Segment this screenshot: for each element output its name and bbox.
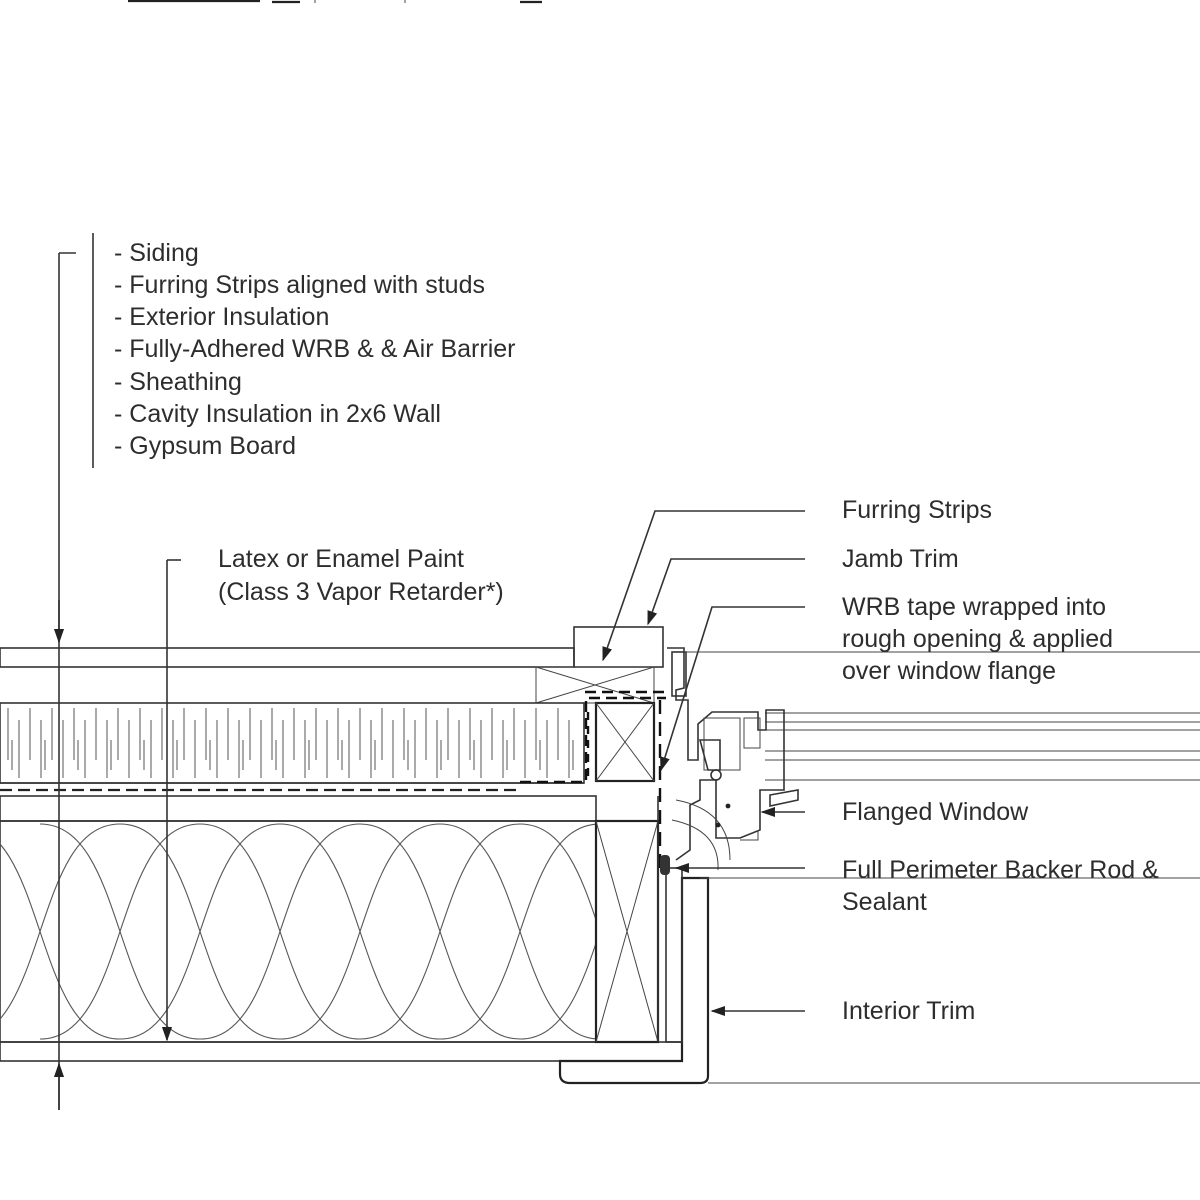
wall-section (0, 626, 710, 1085)
glazing (765, 712, 1200, 781)
paint-note-line2: (Class 3 Vapor Retarder*) (218, 578, 504, 606)
jamb-extension (665, 867, 683, 1043)
interior-trim-casing (558, 876, 710, 1085)
label-wrb-tape-1: WRB tape wrapped into (842, 593, 1106, 621)
label-wrb-tape-2: rough opening & applied (842, 625, 1113, 653)
flanged-window (667, 647, 1200, 871)
stud-2x6 (594, 796, 660, 1044)
layer-gypsum: - Gypsum Board (114, 432, 296, 460)
wall-layer-list: - Siding - Furring Strips aligned with s… (114, 239, 516, 460)
label-flanged-window: Flanged Window (842, 798, 1029, 826)
paint-note: Latex or Enamel Paint (Class 3 Vapor Ret… (218, 545, 504, 606)
label-backer-rod-2: Sealant (842, 888, 927, 916)
layer-cavity: - Cavity Insulation in 2x6 Wall (114, 400, 441, 428)
backer-rod (660, 855, 670, 875)
callout-labels: Furring Strips Jamb Trim WRB tape wrappe… (842, 496, 1159, 1025)
label-jamb-trim: Jamb Trim (842, 545, 959, 573)
paint-note-line1: Latex or Enamel Paint (218, 545, 464, 573)
layer-wrb: - Fully-Adhered WRB & & Air Barrier (114, 335, 516, 363)
layer-siding: - Siding (114, 239, 199, 267)
leader-lines (53, 233, 1200, 1110)
layer-ext-insulation: - Exterior Insulation (114, 303, 329, 331)
label-wrb-tape-3: over window flange (842, 657, 1056, 685)
furring-strip-block (535, 626, 664, 704)
siding (0, 647, 575, 668)
layer-furring: - Furring Strips aligned with studs (114, 271, 485, 299)
wrb-membrane (520, 690, 670, 870)
cropped-top-remnants (128, 0, 542, 4)
layer-sheathing: - Sheathing (114, 368, 242, 396)
label-interior-trim: Interior Trim (842, 997, 975, 1025)
gypsum-board (0, 1041, 683, 1062)
stud-outer (594, 701, 656, 783)
label-furring-strips: Furring Strips (842, 496, 992, 524)
cavity-insulation (0, 820, 597, 1043)
label-backer-rod-1: Full Perimeter Backer Rod & (842, 856, 1159, 884)
sheathing (0, 782, 597, 822)
exterior-insulation (0, 702, 585, 784)
